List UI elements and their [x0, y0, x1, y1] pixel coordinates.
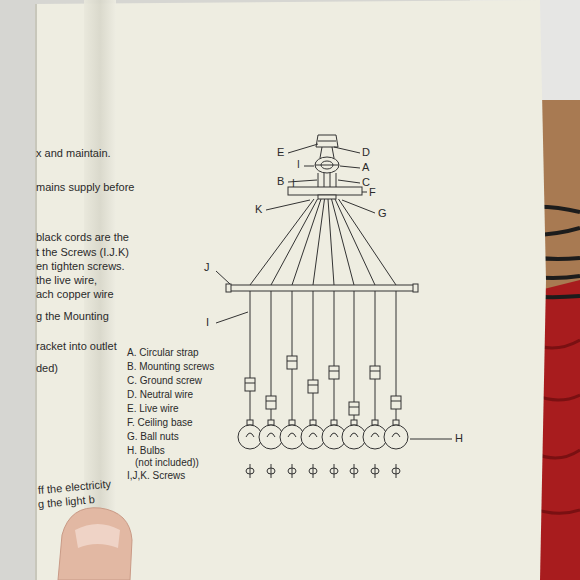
- parts-list-item: I,J,K. Screws: [127, 470, 185, 482]
- page-text: ded): [36, 362, 58, 375]
- part-letter: I: [297, 159, 300, 171]
- part-letter: J: [204, 261, 210, 274]
- part-letter: B: [277, 175, 284, 188]
- part-letter: H: [455, 432, 463, 445]
- parts-list-item: D. Neutral wire: [127, 389, 193, 401]
- parts-list-item: B. Mounting screws: [127, 361, 214, 373]
- page-text: black cords are the: [36, 231, 129, 244]
- part-letter: A: [362, 161, 369, 174]
- page-text: g the Mounting: [36, 310, 109, 323]
- page-text: x and maintain.: [36, 147, 111, 160]
- parts-list-item: (not included)): [135, 457, 199, 469]
- part-letter: K: [255, 203, 262, 216]
- part-letter: I: [292, 178, 295, 190]
- page-text: mains supply before: [36, 181, 134, 194]
- page-text: racket into outlet: [36, 340, 117, 353]
- page-text: t the Screws (I.J.K): [36, 246, 129, 259]
- part-letter: E: [277, 146, 284, 159]
- part-letter: C: [362, 176, 370, 189]
- parts-list-item: H. Bulbs: [127, 445, 165, 457]
- part-letter: I: [206, 316, 209, 329]
- part-letter: G: [378, 207, 387, 220]
- page-text: the live wire,: [36, 274, 97, 287]
- part-letter: F: [369, 186, 376, 199]
- page-text: ach copper wire: [36, 288, 114, 301]
- parts-list-item: E. Live wire: [127, 403, 179, 415]
- parts-list-item: G. Ball nuts: [127, 431, 179, 443]
- parts-list-item: F. Ceiling base: [127, 417, 193, 429]
- part-letter: D: [362, 146, 370, 159]
- page-text: en tighten screws.: [36, 260, 125, 273]
- parts-list-item: C. Ground screw: [127, 375, 202, 387]
- parts-list-item: A. Circular strap: [127, 347, 199, 359]
